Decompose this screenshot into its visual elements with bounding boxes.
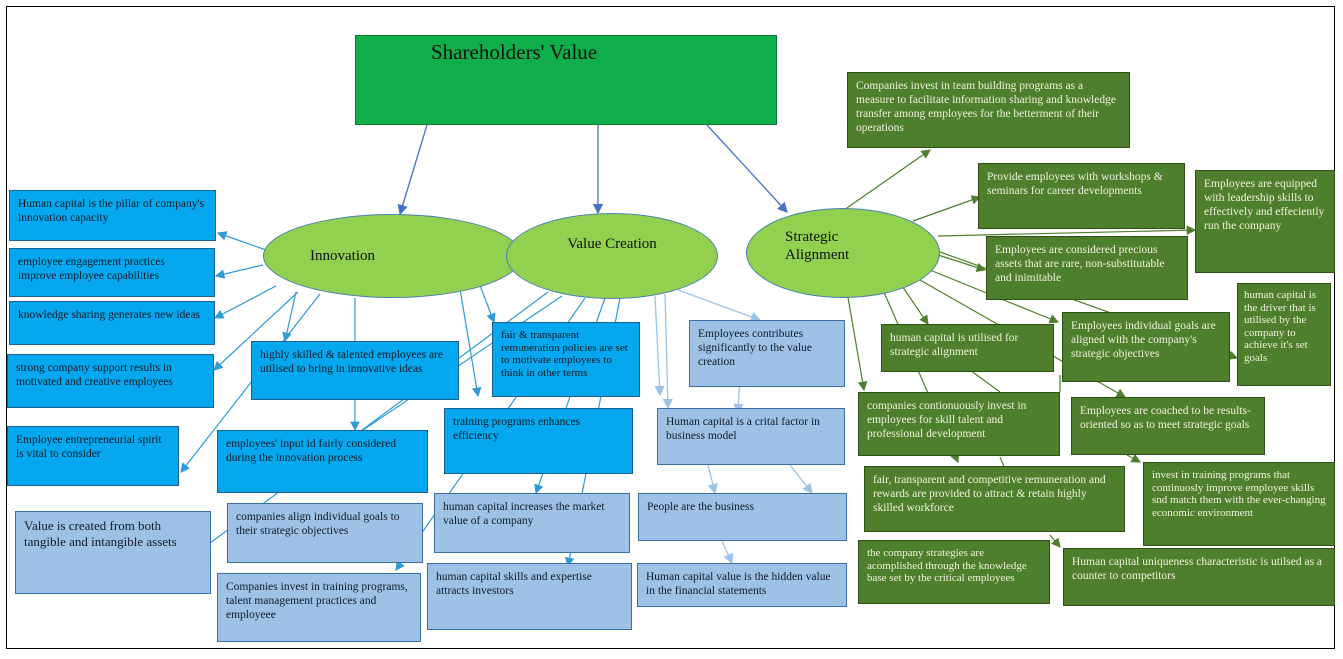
strategic-box-invest-skills: companies contionuously invest in employ…	[858, 392, 1060, 456]
strategic-box-remuneration: fair, transparent and competitive remune…	[864, 466, 1125, 532]
hub-strategic-alignment: Strategic Alignment	[746, 208, 940, 298]
innovation-box-remuneration: fair & transparent remuneration policies…	[492, 322, 640, 397]
strategic-box-utilised: human capital is utilised for strategic …	[881, 324, 1054, 372]
strategic-box-individual-goals: Employees individual goals are aligned w…	[1062, 312, 1230, 382]
strategic-box-uniqueness: Human capital uniqueness characteristic …	[1063, 548, 1335, 606]
strategic-box-precious-assets: Employees are considered precious assets…	[986, 236, 1188, 300]
hub-strategic-alignment-label: Strategic Alignment	[785, 229, 850, 263]
hub-value-creation-label: Value Creation	[567, 236, 657, 252]
innovation-box-entrepreneurial: Employee entrepreneurial spirit is vital…	[7, 426, 179, 486]
value-box-align-goals: companies align individual goals to thei…	[227, 503, 423, 563]
strategic-box-team-building: Companies invest in team building progra…	[847, 72, 1130, 148]
strategic-box-leadership: Employees are equipped with leadership s…	[1195, 170, 1335, 273]
strategic-box-training-programs: invest in training programs that continu…	[1143, 462, 1335, 546]
innovation-box-support: strong company support results in motiva…	[7, 354, 214, 408]
strategic-box-workshops: Provide employees with workshops & semin…	[978, 163, 1185, 229]
value-box-hidden-value: Human capital value is the hidden value …	[637, 563, 847, 607]
value-box-tangible: Value is created from both tangible and …	[15, 511, 211, 594]
value-box-investors: human capital skills and expertise attra…	[427, 563, 632, 630]
value-box-people: People are the business	[638, 493, 847, 541]
innovation-box-pillar: Human capital is the pillar of company's…	[9, 190, 216, 241]
innovation-box-knowledge: knowledge sharing generates new ideas	[9, 301, 215, 345]
header-title: Shareholders' Value	[431, 40, 598, 64]
value-box-market-value: human capital increases the market value…	[434, 493, 630, 553]
value-box-contributes: Employees contributes significantly to t…	[689, 320, 845, 387]
innovation-box-training: training programs enhances efficiency	[444, 408, 633, 474]
strategic-box-driver: human capital is the driver that is util…	[1237, 283, 1331, 386]
innovation-box-input: employees' input id fairly considered du…	[217, 430, 428, 493]
value-box-invest-training: Companies invest in training programs, t…	[217, 573, 421, 642]
shareholders-value-header: Shareholders' Value	[355, 35, 777, 125]
hub-innovation: Innovation	[263, 214, 522, 298]
hub-innovation-label: Innovation	[310, 248, 375, 264]
hub-value-creation: Value Creation	[506, 213, 718, 299]
value-box-crital-factor: Human capital is a crital factor in busi…	[657, 408, 845, 465]
strategic-box-knowledge-base: the company strategies are acomplished t…	[858, 540, 1050, 604]
innovation-box-engagement: employee engagement practices improve em…	[9, 248, 215, 297]
innovation-box-skilled: highly skilled & talented employees are …	[251, 341, 459, 400]
strategic-box-coached: Employees are coached to be results-orie…	[1071, 397, 1265, 455]
